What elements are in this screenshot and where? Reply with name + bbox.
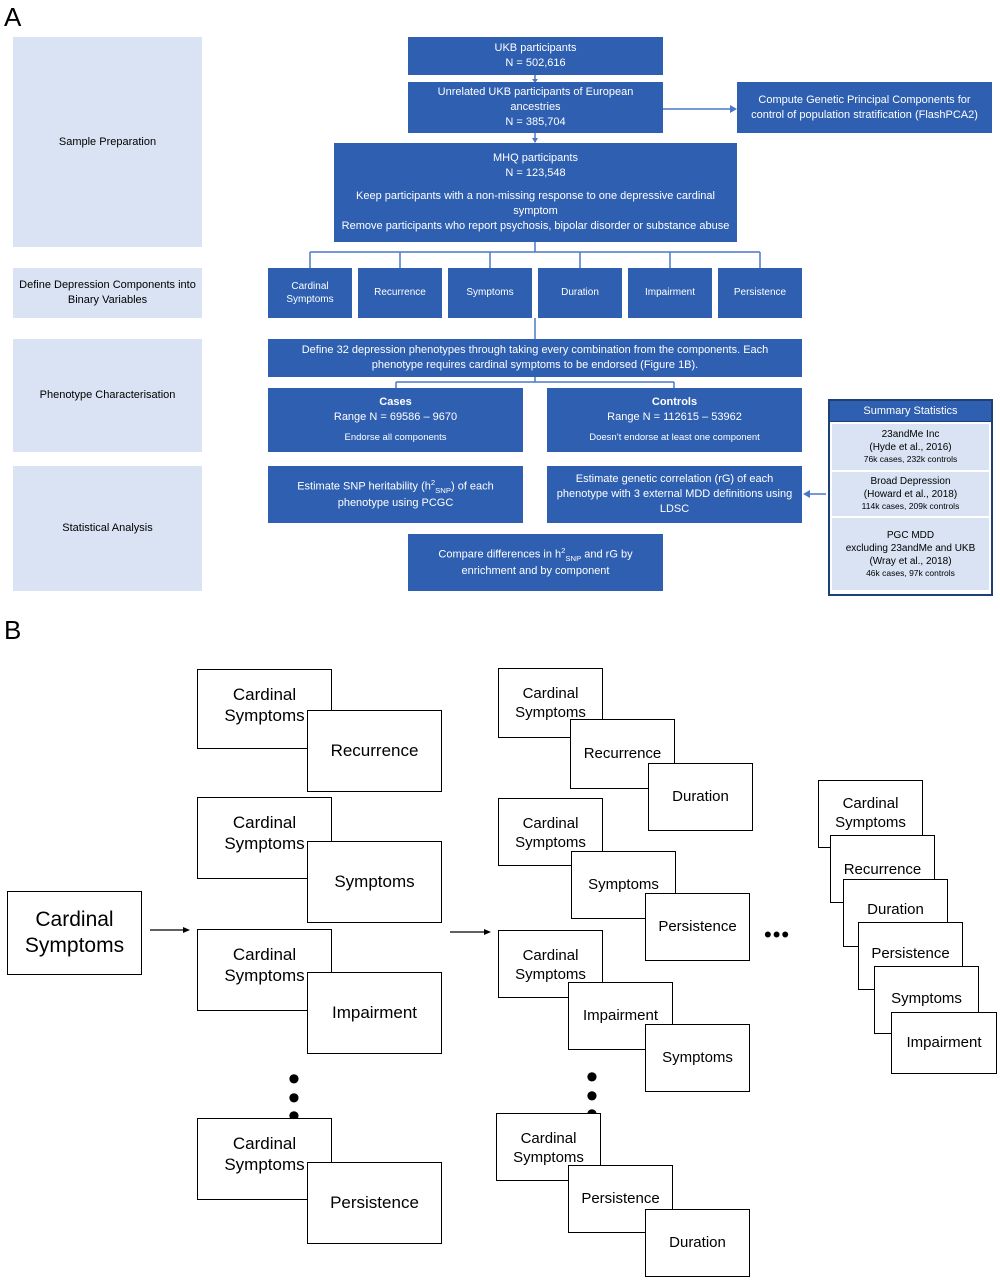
heritability-box: Estimate SNP heritability (h2SNP) of eac… <box>268 466 523 523</box>
cases-box: Cases Range N = 69586 – 9670 Endorse all… <box>268 388 523 452</box>
summary-stat-item: Broad Depression (Howard et al., 2018) 1… <box>832 472 989 516</box>
panel-b-arrows <box>150 927 491 935</box>
side-label-sample-preparation: Sample Preparation <box>13 37 202 247</box>
summary-stat-item: PGC MDD excluding 23andMe and UKB (Wray … <box>832 518 989 590</box>
pca-box: Compute Genetic Principal Components for… <box>737 82 992 133</box>
unrelated-participants-box: Unrelated UKB participants of European a… <box>408 82 663 133</box>
side-label-define-components: Define Depression Components into Binary… <box>13 268 202 318</box>
compare-box: Compare differences in h2SNP and rG by e… <box>408 534 663 591</box>
side-label-phenotype-characterisation: Phenotype Characterisation <box>13 339 202 452</box>
controls-title: Controls <box>651 395 698 408</box>
mhq-participants-box: MHQ participants N = 123,548 Keep partic… <box>334 143 737 242</box>
summary-stat-name: Broad Depression <box>870 476 951 488</box>
symptoms-box: Symptoms <box>645 1024 750 1092</box>
panel-a-letter: A <box>4 2 22 32</box>
impairment-box: Impairment <box>307 972 442 1054</box>
panel-a-connectors <box>309 75 826 498</box>
component-box: Impairment <box>628 268 712 318</box>
unrelated-n: N = 385,704 <box>505 115 566 128</box>
summary-stat-subname: excluding 23andMe and UKB <box>845 542 976 554</box>
summary-stat-ref: (Wray et al., 2018) <box>869 555 952 567</box>
ellipsis-horizontal: ••• <box>764 922 791 947</box>
summary-stat-counts: 46k cases, 97k controls <box>866 567 955 578</box>
component-label: Cardinal Symptoms <box>286 280 334 306</box>
impairment-box: Impairment <box>891 1012 997 1074</box>
cardinal-symptoms-box: Cardinal Symptoms <box>197 669 332 749</box>
heritability-text: Estimate SNP heritability (h2SNP) of eac… <box>297 477 494 510</box>
summary-stat-ref: (Howard et al., 2018) <box>863 489 958 501</box>
panel-b-letter: B <box>4 615 22 645</box>
component-box: Symptoms <box>448 268 532 318</box>
define-phenotypes-text: Define 32 depression phenotypes through … <box>301 344 769 371</box>
cases-range: Range N = 69586 – 9670 <box>333 410 458 423</box>
controls-note: Doesn’t endorse at least one component <box>589 432 760 444</box>
side-label-statistical-analysis: Statistical Analysis <box>13 466 202 591</box>
summary-stat-ref: (Hyde et al., 2016) <box>869 442 952 454</box>
mhq-n: N = 123,548 <box>505 167 566 180</box>
cases-title: Cases <box>379 395 412 408</box>
pca-text: Compute Genetic Principal Components for… <box>751 93 978 121</box>
mhq-keep: Keep participants with a non-missing res… <box>356 190 715 217</box>
duration-box: Duration <box>645 1209 750 1277</box>
component-label: Persistence <box>733 287 787 299</box>
component-label: Duration <box>561 287 599 299</box>
persistence-box: Persistence <box>568 1165 673 1233</box>
duration-box: Duration <box>648 763 753 831</box>
persistence-box: Persistence <box>307 1162 442 1244</box>
genetic-correlation-box: Estimate genetic correlation (rG) of eac… <box>547 466 802 523</box>
ellipsis-vertical: ••• <box>288 1060 300 1136</box>
define-phenotypes-box: Define 32 depression phenotypes through … <box>268 339 802 377</box>
cases-note: Endorse all components <box>344 432 447 444</box>
cardinal-symptoms-start-box: Cardinal Symptoms <box>7 891 142 975</box>
component-box: Duration <box>538 268 622 318</box>
persistence-box: Persistence <box>645 893 750 961</box>
summary-stat-name: PGC MDD <box>886 529 935 541</box>
ukb-participants-box: UKB participants N = 502,616 <box>408 37 663 75</box>
genetic-correlation-text: Estimate genetic correlation (rG) of eac… <box>556 473 793 515</box>
summary-stat-counts: 114k cases, 209k controls <box>861 501 960 512</box>
mhq-title: MHQ participants <box>493 152 578 165</box>
mhq-remove: Remove participants who report psychosis… <box>341 219 730 232</box>
symptoms-box: Symptoms <box>307 841 442 923</box>
ukb-title: UKB participants <box>494 42 577 55</box>
component-label: Impairment <box>644 287 695 299</box>
summary-stat-item: 23andMe Inc (Hyde et al., 2016) 76k case… <box>832 424 989 470</box>
summary-statistics-title: Summary Statistics <box>830 401 991 422</box>
compare-text: Compare differences in h2SNP and rG by e… <box>438 545 633 578</box>
controls-range: Range N = 112615 – 53962 <box>607 410 742 423</box>
unrelated-title: Unrelated UKB participants of European a… <box>437 86 634 114</box>
component-box: Recurrence <box>358 268 442 318</box>
impairment-box: Impairment <box>568 982 673 1050</box>
component-box: Persistence <box>718 268 802 318</box>
controls-box: Controls Range N = 112615 – 53962 Doesn’… <box>547 388 802 452</box>
component-label: Symptoms <box>466 287 514 299</box>
summary-statistics-panel: Summary Statistics 23andMe Inc (Hyde et … <box>828 399 993 596</box>
summary-stat-name: 23andMe Inc <box>881 429 940 441</box>
ukb-n: N = 502,616 <box>505 57 566 69</box>
component-label: Recurrence <box>374 287 426 299</box>
summary-stat-counts: 76k cases, 232k controls <box>863 454 958 465</box>
recurrence-box: Recurrence <box>307 710 442 792</box>
component-box: Cardinal Symptoms <box>268 268 352 318</box>
